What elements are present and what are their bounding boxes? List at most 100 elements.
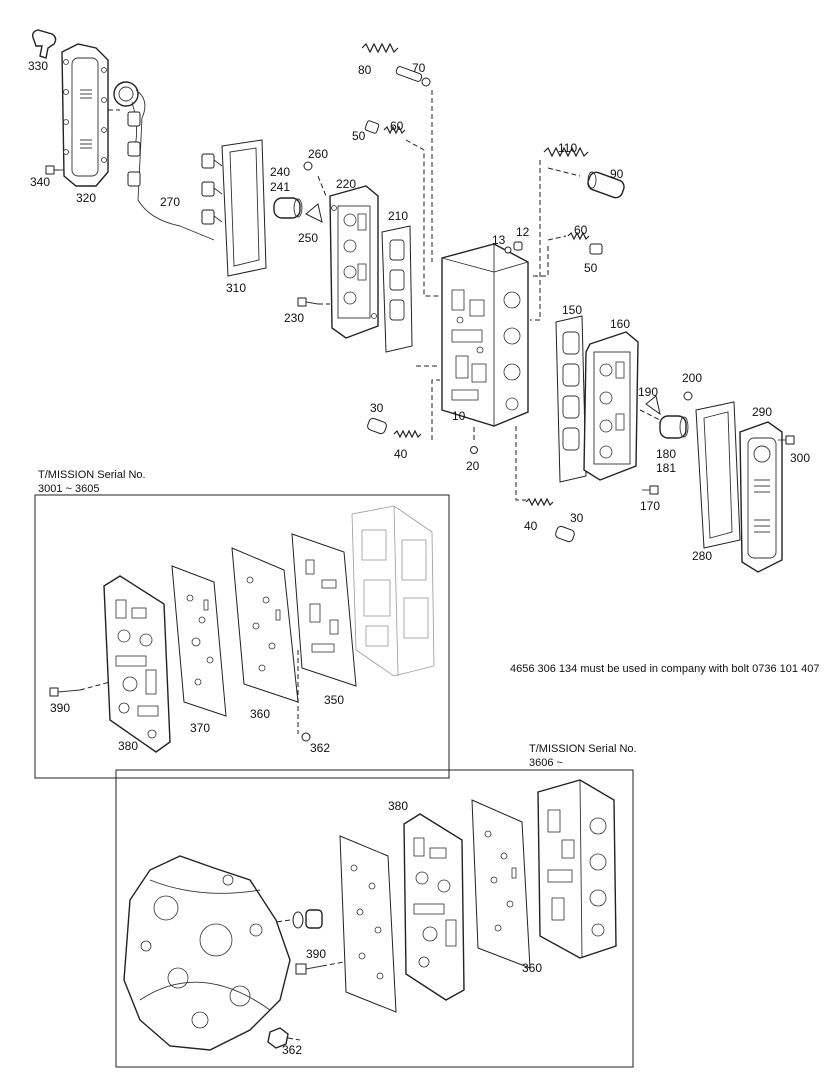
part-330-clip	[31, 29, 57, 59]
part-360-plate-a	[231, 547, 299, 703]
part-valve-body-b	[537, 779, 617, 959]
part-230-bolt	[297, 297, 319, 307]
part-valve-body-faint-a	[351, 505, 435, 677]
serial-a-title: T/MISSION Serial No.	[38, 469, 146, 481]
callout-150: 150	[562, 303, 582, 317]
part-180-solenoid	[659, 415, 689, 439]
part-240-solenoid	[273, 197, 303, 219]
callout-90: 90	[610, 167, 624, 181]
part-220-valve-body	[329, 185, 379, 339]
assembly-lines-upper	[54, 90, 661, 501]
callout-180: 180	[656, 447, 676, 461]
callout-160: 160	[610, 317, 630, 331]
callout-80: 80	[358, 63, 372, 77]
part-40-spring-left	[393, 429, 422, 439]
part-390-bolt-a	[49, 687, 81, 697]
part-70-valve	[395, 66, 431, 87]
part-housing	[123, 855, 291, 1051]
frame-serial-b	[115, 769, 634, 1068]
callout-220: 220	[336, 177, 356, 191]
callout-280: 280	[692, 549, 712, 563]
part-320-cover	[61, 43, 109, 187]
bolt-note: 4656 306 134 must be used in company wit…	[510, 663, 819, 675]
callout-40-lower: 40	[524, 519, 538, 533]
part-280-gasket	[695, 401, 741, 549]
callout-50-right: 50	[584, 261, 598, 275]
part-13-washer	[504, 246, 512, 254]
part-350-plate	[291, 533, 357, 687]
callout-390-a: 390	[50, 701, 70, 715]
callout-110: 110	[558, 141, 577, 155]
part-50-plug-upper	[364, 120, 380, 134]
part-oring-plug	[292, 909, 323, 929]
callout-40-left: 40	[394, 447, 408, 461]
part-200-screw	[683, 391, 693, 401]
serial-a-range: 3001 ~ 3605	[38, 483, 99, 495]
serial-b-title: T/MISSION Serial No.	[529, 743, 637, 755]
part-170-bolt	[642, 485, 659, 495]
callout-70: 70	[412, 61, 426, 75]
callout-370: 370	[190, 721, 210, 735]
part-30-plug-lower	[555, 525, 575, 543]
part-60-spring-right	[567, 231, 590, 241]
part-30-plug-left	[367, 417, 387, 435]
part-10-main-valve-body	[441, 243, 529, 427]
callout-190: 190	[638, 385, 658, 399]
part-370-plate	[171, 565, 227, 717]
callout-50-upper: 50	[352, 129, 366, 143]
callout-210: 210	[388, 209, 408, 223]
callout-330: 330	[28, 59, 48, 73]
part-310-gasket	[221, 139, 267, 277]
part-160-valve-body	[583, 331, 639, 481]
callout-360-a: 360	[250, 707, 270, 721]
part-362-ball-a	[301, 732, 311, 742]
part-362-nut-b	[267, 1027, 289, 1049]
callout-labels: 330 320 340 270 310 80 70 50 60 260 240 …	[28, 59, 810, 1057]
callout-340: 340	[30, 175, 50, 189]
part-390-bolt-b	[295, 963, 323, 975]
part-12-plug	[513, 241, 523, 251]
callout-60-upper: 60	[390, 119, 404, 133]
part-380-plate-b	[403, 813, 465, 1001]
callout-380-a: 380	[118, 739, 138, 753]
callout-362-b: 362	[282, 1043, 302, 1057]
callout-241: 241	[270, 180, 290, 194]
part-20-ball	[470, 446, 478, 454]
callout-250: 250	[298, 231, 318, 245]
frame-serial-a	[34, 494, 450, 779]
callout-350: 350	[324, 693, 344, 707]
part-360-plate-b	[471, 799, 531, 969]
part-300-bolt	[778, 435, 795, 445]
part-50-plug-right	[589, 243, 603, 255]
callout-13: 13	[492, 233, 506, 247]
part-plate-b1	[339, 835, 397, 1013]
part-110-spring	[543, 146, 589, 158]
callout-200: 200	[682, 371, 702, 385]
callout-230: 230	[284, 311, 304, 325]
callout-10: 10	[452, 409, 466, 423]
part-260-screw	[303, 161, 313, 171]
notes: T/MISSION Serial No. 3001 ~ 3605 T/MISSI…	[38, 469, 819, 769]
part-290-cover	[739, 421, 783, 573]
callout-20: 20	[466, 459, 480, 473]
part-210-gasket	[381, 225, 413, 353]
callout-240: 240	[270, 165, 290, 179]
callout-320: 320	[76, 191, 96, 205]
callout-30-lower: 30	[570, 511, 584, 525]
serial-b-range: 3606 ~	[529, 757, 563, 769]
callout-260: 260	[308, 147, 328, 161]
part-380-plate-a	[103, 575, 171, 753]
part-250-bracket	[305, 203, 323, 223]
callout-30-left: 30	[370, 401, 384, 415]
part-40-spring-lower	[525, 497, 554, 507]
callout-60-right: 60	[574, 223, 588, 237]
callout-360-b: 360	[522, 961, 542, 975]
part-90-valve	[587, 171, 625, 199]
callout-290: 290	[752, 405, 772, 419]
part-60-spring-upper	[383, 125, 406, 135]
callout-170: 170	[640, 499, 660, 513]
callout-181: 181	[656, 461, 676, 475]
callout-390-b: 390	[306, 947, 326, 961]
part-270-harness	[113, 81, 223, 241]
